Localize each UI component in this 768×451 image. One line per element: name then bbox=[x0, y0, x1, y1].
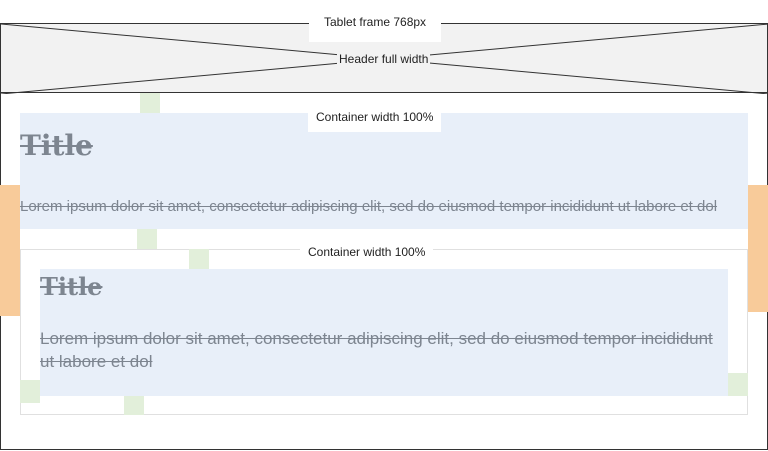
outer-container: Title Lorem ipsum dolor sit amet, consec… bbox=[20, 113, 748, 229]
outer-container-label: Container width 100% bbox=[308, 106, 442, 132]
outer-body-text: Lorem ipsum dolor sit amet, consectetur … bbox=[20, 198, 718, 215]
left-side-marker bbox=[0, 185, 20, 316]
right-side-marker bbox=[748, 185, 768, 312]
inner-container-label: Container width 100% bbox=[300, 242, 434, 266]
header-label: Header full width bbox=[337, 51, 431, 67]
outer-bottom-margin-marker bbox=[137, 229, 157, 249]
frame-label: Tablet frame 768px bbox=[309, 10, 442, 42]
inner-bottom-padding-marker bbox=[124, 396, 144, 415]
outer-top-margin-marker bbox=[140, 93, 160, 113]
inner-left-padding-marker bbox=[20, 380, 40, 403]
outer-title: Title bbox=[20, 129, 93, 162]
inner-container: Title Lorem ipsum dolor sit amet, consec… bbox=[40, 269, 728, 396]
inner-body-text: Lorem ipsum dolor sit amet, consectetur … bbox=[40, 329, 713, 371]
inner-title: Title bbox=[40, 272, 103, 301]
inner-right-padding-marker bbox=[728, 373, 748, 396]
inner-top-margin-marker bbox=[189, 249, 209, 269]
